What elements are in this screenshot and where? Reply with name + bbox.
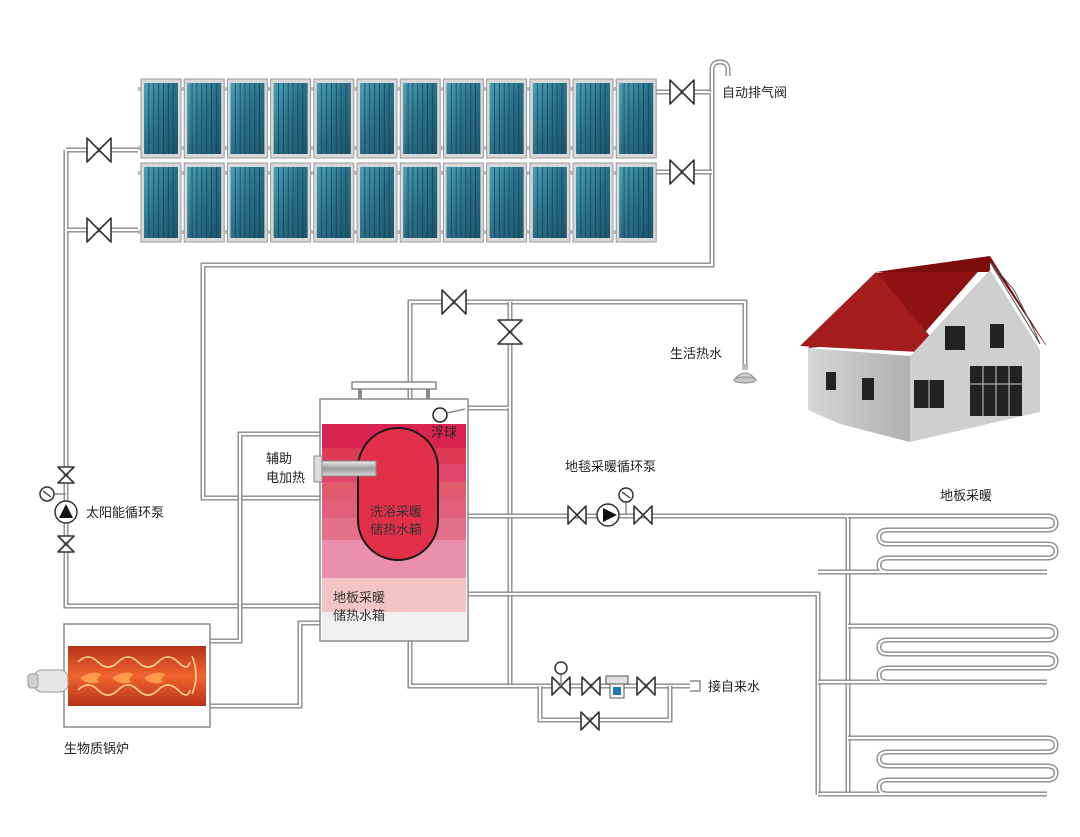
solar-collector-icon: [572, 162, 614, 243]
solar-collector-icon: [442, 78, 484, 159]
solar-collector-icon: [615, 162, 657, 243]
valve-icon: [441, 289, 467, 315]
float-ball-icon: [432, 407, 448, 423]
valve-icon: [633, 505, 653, 525]
aux-heater-label-line1: 辅助: [266, 452, 292, 467]
solar-collector-icon: [442, 162, 484, 243]
solar-collector-icon: [313, 162, 355, 243]
house-icon: [800, 256, 1046, 442]
solar-collector-icon: [270, 78, 312, 159]
solar-pump-icon: [54, 500, 78, 524]
floor-tank-label-line1: 地板采暖: [333, 591, 385, 606]
solar-collector-icon: [183, 78, 225, 159]
solar-collector-icon: [615, 78, 657, 159]
valve-icon: [57, 535, 75, 553]
valve-group: [57, 79, 695, 731]
solar-collector-icon: [399, 78, 441, 159]
valve-icon: [669, 79, 695, 105]
valve-icon: [669, 159, 695, 185]
floor-tank-label-line2: 储热水箱: [333, 608, 385, 624]
valve-icon: [567, 505, 587, 525]
float-ball-label: 浮球: [431, 426, 457, 441]
pressure-gauge-icon: [39, 486, 66, 502]
solar-collector-icon: [140, 162, 182, 243]
valve-icon: [497, 319, 523, 345]
solar-collector-array: [138, 78, 657, 243]
solar-collector-icon: [226, 78, 268, 159]
solar-collector-icon: [529, 162, 571, 243]
domestic-hot-water-label: 生活热水: [670, 347, 722, 362]
solar-collector-icon: [356, 162, 398, 243]
valve-icon: [580, 711, 600, 731]
carpet-pump-icon: [596, 503, 620, 527]
solar-collector-icon: [356, 78, 398, 159]
solar-collector-icon: [572, 78, 614, 159]
solar-collector-icon: [183, 162, 225, 243]
floor-heating-coil: [818, 735, 1059, 797]
valve-icon: [581, 676, 601, 696]
floor-heating-label: 地板采暖: [940, 489, 992, 504]
bath-tank-label-line1: 洗浴采暖: [370, 505, 422, 520]
solar-collector-icon: [313, 78, 355, 159]
valve-icon: [86, 137, 112, 163]
solar-collector-icon: [486, 78, 528, 159]
pressure-gauge-icon: [618, 487, 634, 515]
valve-icon: [636, 676, 656, 696]
solar-collector-icon: [399, 162, 441, 243]
carpet-pump-label: 地毯采暖循环泵: [565, 460, 656, 475]
solar-collector-icon: [529, 78, 571, 159]
solar-collector-icon: [140, 78, 182, 159]
boiler-icon: [27, 623, 211, 728]
storage-tank: [313, 381, 469, 642]
aux-heater-label-line2: 电加热: [266, 471, 305, 486]
valve-icon: [86, 217, 112, 243]
solar-collector-icon: [486, 162, 528, 243]
valve-icon: [57, 466, 75, 484]
auto-vent-valve-label: 自动排气阀: [722, 85, 787, 101]
solar-collector-icon: [226, 162, 268, 243]
floor-heating-coil: [818, 623, 1059, 685]
solar-collector-icon: [270, 162, 312, 243]
floor-heating-coil: [818, 513, 1059, 575]
tap-water-label: 接自来水: [708, 679, 760, 695]
shower-head-icon: [732, 364, 758, 384]
floor-heating-coils: [818, 513, 1059, 797]
solar-pump-label: 太阳能循环泵: [86, 506, 164, 521]
biomass-boiler-label: 生物质锅炉: [64, 741, 129, 757]
filter-icon: [605, 675, 629, 699]
bath-tank-label-line2: 储热水箱: [370, 522, 422, 538]
pressure-gauge-icon: [554, 661, 568, 686]
